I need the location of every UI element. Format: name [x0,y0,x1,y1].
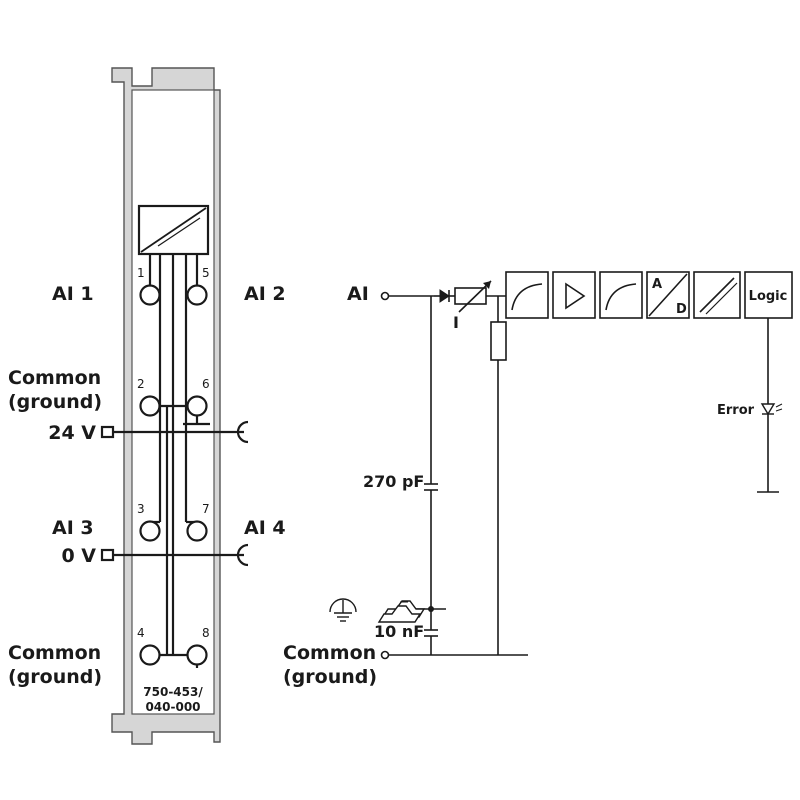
power-contact-24v [236,420,249,444]
input-circuit: AI I 270 pF [283,271,793,688]
label-24v: 24 V [48,422,96,444]
diode-icon [434,289,455,303]
label-ai4: AI 4 [244,517,286,539]
lowpass-filter-2 [599,271,643,319]
adc-label-d: D [676,302,687,317]
label-common-top-1: Common [8,367,101,389]
terminal-pin3[interactable] [139,520,161,542]
terminal-pin4[interactable] [139,644,161,666]
amplifier-block [552,271,596,319]
shunt-resistor [490,321,507,361]
adc-block: A D [646,271,690,319]
pin-number-6: 6 [202,377,210,391]
logic-label: Logic [749,289,788,304]
pin-number-3: 3 [137,502,145,516]
label-current: I [453,313,459,332]
part-number-line1: 750-453/ [143,685,203,699]
lowpass-filter-1 [505,271,549,319]
din-rail-icon [377,600,426,623]
label-cap-10: 10 nF [374,622,424,641]
pin-number-8: 8 [202,626,210,640]
terminal-pin5[interactable] [186,284,208,306]
label-ai1: AI 1 [52,283,94,305]
label-common-1: Common [283,642,376,664]
label-common-2: (ground) [283,666,377,688]
module-strip: 1 2 3 4 5 6 7 8 750-453/ 040-000 [100,67,249,745]
power-contact-0v [236,543,249,567]
variable-resistor-arrow [458,280,492,313]
pin-number-4: 4 [137,626,145,640]
label-ai3: AI 3 [52,517,94,539]
label-common-bottom-1: Common [8,642,101,664]
logic-block: Logic [744,271,793,319]
earth-ground-icon [329,598,357,622]
pin-number-1: 1 [137,266,145,280]
label-common-bottom-2: (ground) [8,666,102,688]
terminal-pin8[interactable] [186,644,208,666]
label-ai2: AI 2 [244,283,286,305]
common-input-node[interactable] [380,650,390,660]
isolator-block [693,271,741,319]
terminal-pin6[interactable] [186,395,208,417]
label-0v: 0 V [61,545,96,567]
terminal-24v[interactable] [100,425,115,439]
ai-input-node[interactable] [380,291,390,301]
pin-number-2: 2 [137,377,145,391]
label-common-top-2: (ground) [8,391,102,413]
module-labels: AI 1 AI 2 Common (ground) 24 V AI 3 AI 4… [8,283,286,688]
part-number-line2: 040-000 [145,700,200,714]
error-led-icon [760,403,783,416]
label-cap-270: 270 pF [363,472,424,491]
label-error: Error [717,403,755,418]
terminal-0v[interactable] [100,548,115,562]
pin-number-7: 7 [202,502,210,516]
label-ai-input: AI [347,283,369,305]
terminal-pin7[interactable] [186,520,208,542]
converter-diagonal [140,207,207,253]
converter-diagonal-2 [157,217,201,247]
adc-label-a: A [652,277,662,292]
terminal-pin1[interactable] [139,284,161,306]
pin-number-5: 5 [202,266,210,280]
terminal-pin2[interactable] [139,395,161,417]
